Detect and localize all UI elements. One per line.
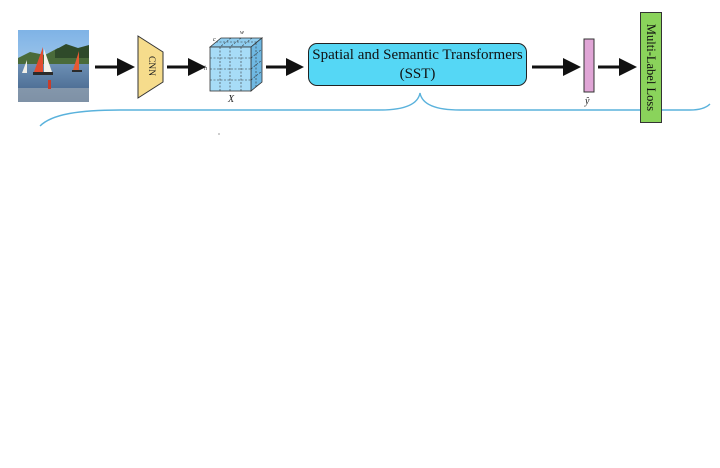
feature-map-cube — [208, 37, 264, 92]
input-image — [18, 30, 89, 102]
loss-label: Multi-Label Loss — [644, 23, 659, 112]
output-vector — [583, 38, 595, 93]
sst-title-line2: (SST) — [399, 65, 436, 82]
feature-map-dim-corner: c — [213, 37, 216, 43]
sst-title-line1: Spatial and Semantic Transformers — [312, 46, 523, 63]
sst-block: Spatial and Semantic Transformers (SST) — [308, 43, 527, 86]
curly-brace — [39, 92, 711, 127]
output-label: ŷ — [585, 96, 590, 107]
loss-block: Multi-Label Loss — [640, 12, 662, 123]
cnn-label: CNN — [146, 55, 156, 77]
feature-map-dim-left: h — [204, 66, 207, 72]
stray-dot — [218, 133, 220, 135]
feature-map-dim-top: w — [240, 30, 245, 36]
cnn-block — [137, 35, 164, 99]
feature-map-label: X — [228, 94, 235, 105]
